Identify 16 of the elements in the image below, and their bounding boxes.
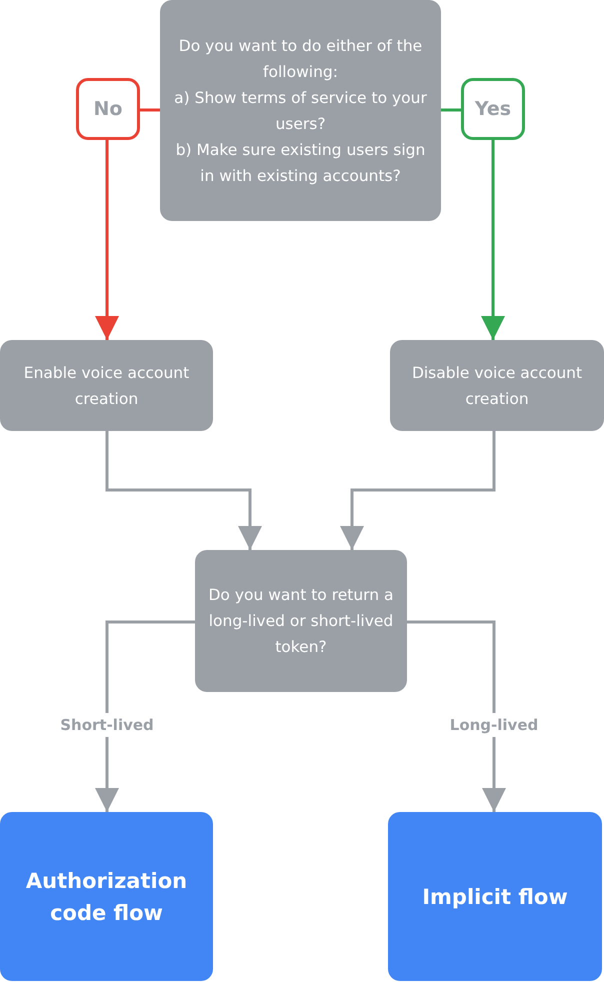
connector-line xyxy=(140,108,160,112)
arrow xyxy=(481,140,505,340)
connector-line xyxy=(441,108,461,112)
arrow xyxy=(95,620,195,812)
question-box: Do you want to return a long-lived or short-lived token? xyxy=(195,550,407,692)
answer-box: No xyxy=(76,78,140,140)
answer-box: Yes xyxy=(461,78,525,140)
process-box: Disable voice account creation xyxy=(390,340,604,431)
arrow xyxy=(407,620,506,812)
arrow xyxy=(106,431,262,550)
process-box: Enable voice account creation xyxy=(0,340,213,431)
outcome-box: Implicit flow xyxy=(388,812,602,981)
question-box: Do you want to do either of the following: a) Show terms of service to your users? b) Make sure existing users sign in with existing accounts? xyxy=(160,0,441,221)
outcome-box: Authorization code flow xyxy=(0,812,213,981)
arrow xyxy=(340,431,496,550)
arrow xyxy=(95,140,119,340)
